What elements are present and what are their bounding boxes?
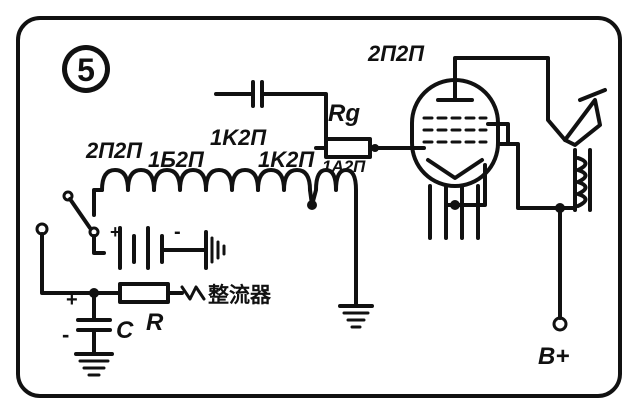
filament-label-5: 1A2Π xyxy=(322,157,366,176)
rectifier-label: 整流器 xyxy=(208,283,272,307)
filament-label-3: 1K2Π xyxy=(210,125,267,150)
filter-cap-plus: + xyxy=(66,289,78,311)
figure-badge: 5 xyxy=(62,45,110,93)
filament-battery: + - xyxy=(110,221,226,270)
supply-label: B+ xyxy=(538,343,569,370)
battery-plus: + xyxy=(110,222,121,242)
filter-cap-minus: - xyxy=(62,322,69,347)
filament-switch xyxy=(62,190,106,255)
filament-chain xyxy=(92,168,358,302)
figure-number: 5 xyxy=(77,52,95,88)
grid-resistor: Rg xyxy=(314,100,412,159)
grid-resistor-label: Rg xyxy=(328,100,360,127)
capacitor-label: C xyxy=(116,317,134,344)
filament-label-1: 2Π2Π xyxy=(85,138,143,163)
diagram-frame xyxy=(16,16,622,398)
rectifier-filter: + - C R 整流器 xyxy=(35,222,272,377)
speaker-and-transformer: B+ xyxy=(466,56,607,370)
filament-label-4: 1K2Π xyxy=(258,147,315,172)
tube-label: 2Π2Π xyxy=(367,41,425,66)
filter-resistor xyxy=(118,282,170,304)
vacuum-tube: 2Π2Π xyxy=(367,41,510,240)
resistor-label: R xyxy=(146,309,164,336)
battery-minus: - xyxy=(174,221,181,243)
supply-terminal xyxy=(552,316,568,332)
ground-symbol-filament xyxy=(338,298,374,329)
coupling-capacitor xyxy=(214,80,328,150)
filament-label-2: 1Б2Π xyxy=(148,147,205,172)
